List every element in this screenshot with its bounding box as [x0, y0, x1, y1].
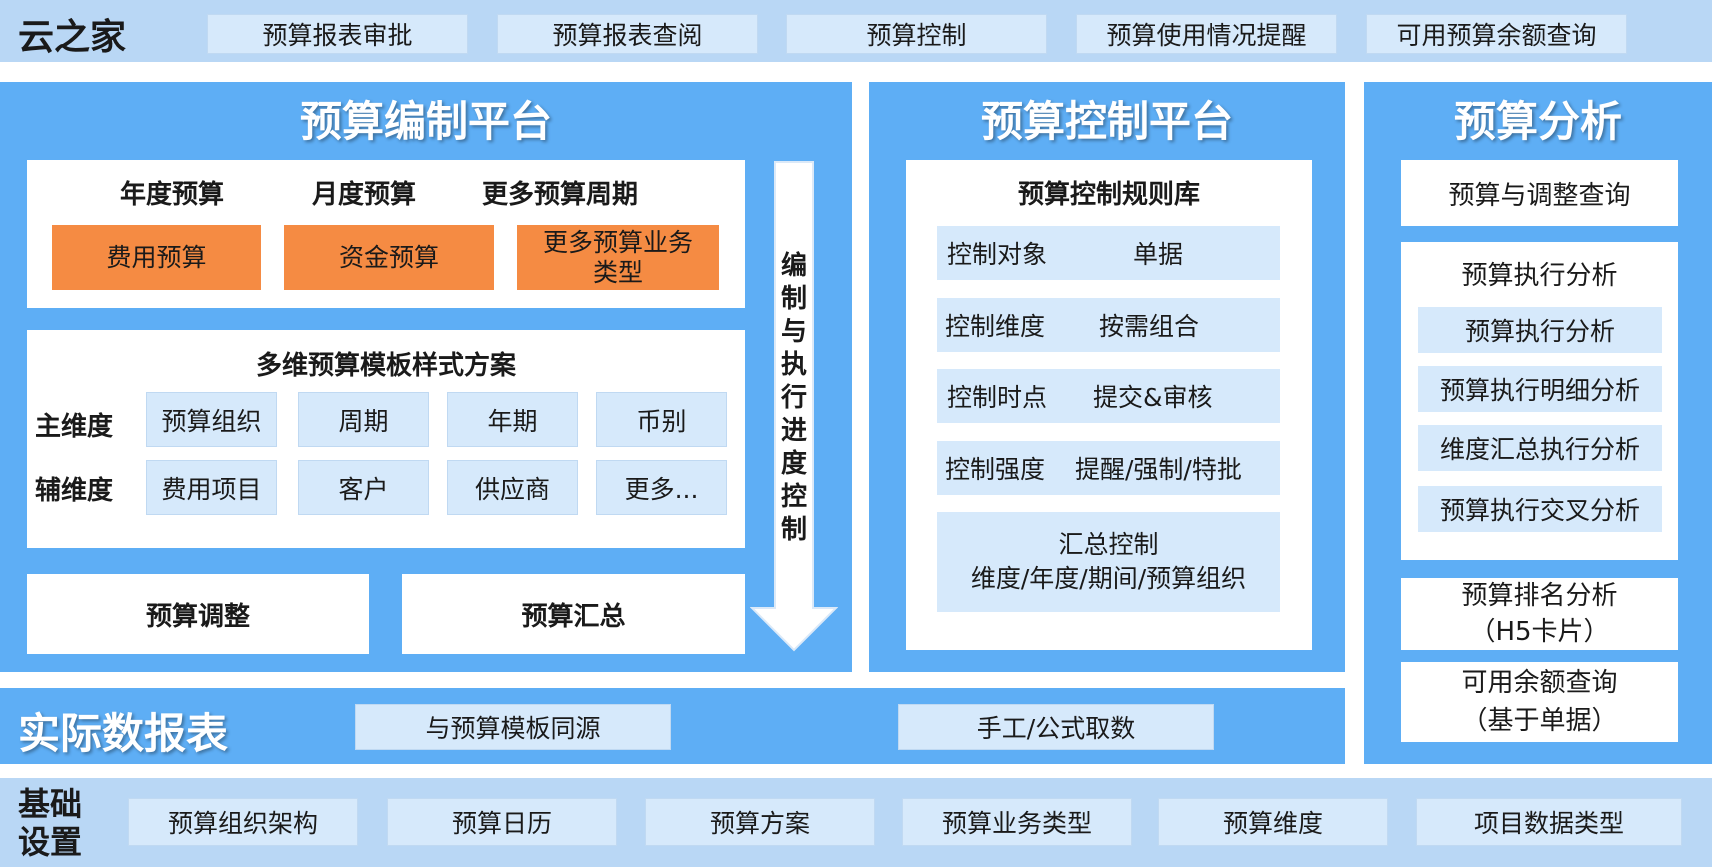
exec-item-dimension-summary[interactable]: 维度汇总执行分析 — [1418, 425, 1662, 471]
budget-summary-box[interactable]: 预算汇总 — [402, 574, 745, 654]
main-dim-year-period[interactable]: 年期 — [447, 392, 578, 447]
exec-item-detail[interactable]: 预算执行明细分析 — [1418, 366, 1662, 412]
rule-key: 控制强度 — [945, 455, 1046, 484]
base-title-line2: 设置 — [18, 823, 83, 861]
main-dim-cycle[interactable]: 周期 — [298, 392, 429, 447]
rule-control-strength[interactable]: 控制强度 提醒/强制/特批 — [937, 441, 1280, 495]
base-org-structure[interactable]: 预算组织架构 — [128, 798, 358, 846]
balance-line2: （基于单据） — [1461, 706, 1618, 736]
type-expense-budget[interactable]: 费用预算 — [52, 225, 261, 290]
period-annual: 年度预算 — [120, 180, 225, 210]
rule-value: 提交&审核 — [1093, 383, 1213, 412]
aux-dim-supplier[interactable]: 供应商 — [447, 460, 578, 515]
control-panel-title: 预算控制平台 — [980, 97, 1233, 146]
aux-dim-expense-item[interactable]: 费用项目 — [146, 460, 277, 515]
rule-key: 控制时点 — [947, 383, 1048, 412]
header-item-usage-reminder[interactable]: 预算使用情况提醒 — [1076, 14, 1337, 54]
budget-adjust-box[interactable]: 预算调整 — [27, 574, 369, 654]
actual-same-source[interactable]: 与预算模板同源 — [355, 704, 671, 750]
period-more: 更多预算周期 — [482, 180, 639, 210]
aux-dim-customer[interactable]: 客户 — [298, 460, 429, 515]
rule-control-timing[interactable]: 控制时点 提交&审核 — [937, 369, 1280, 423]
rule-summary-control[interactable]: 汇总控制 维度/年度/期间/预算组织 — [937, 512, 1280, 612]
base-dimension[interactable]: 预算维度 — [1158, 798, 1388, 846]
rule-value: 按需组合 — [1099, 312, 1200, 341]
header-item-report-approval[interactable]: 预算报表审批 — [207, 14, 468, 54]
base-title-line1: 基础 — [18, 785, 83, 823]
type-fund-budget[interactable]: 资金预算 — [284, 225, 494, 290]
compile-panel-title: 预算编制平台 — [299, 97, 552, 146]
main-dimension-label: 主维度 — [35, 412, 114, 442]
exec-item-cross[interactable]: 预算执行交叉分析 — [1418, 486, 1662, 532]
rule-value: 单据 — [1133, 240, 1184, 269]
summary-control-line1: 汇总控制 — [1058, 530, 1159, 559]
rule-key: 控制对象 — [947, 240, 1048, 269]
main-dim-currency[interactable]: 币别 — [596, 392, 727, 447]
rule-library-title: 预算控制规则库 — [1017, 180, 1200, 210]
type-more-business[interactable]: 更多预算业务类型 — [517, 225, 719, 290]
base-business-type[interactable]: 预算业务类型 — [902, 798, 1132, 846]
balance-query-box[interactable]: 可用余额查询 （基于单据） — [1401, 662, 1678, 742]
period-monthly: 月度预算 — [312, 180, 417, 210]
summary-control-line2: 维度/年度/期间/预算组织 — [970, 564, 1247, 593]
rule-control-dimension[interactable]: 控制维度 按需组合 — [937, 298, 1280, 352]
exec-item-analysis[interactable]: 预算执行分析 — [1418, 307, 1662, 353]
base-scheme[interactable]: 预算方案 — [645, 798, 875, 846]
rule-control-object[interactable]: 控制对象 单据 — [937, 226, 1280, 280]
down-arrow-icon — [750, 161, 838, 652]
rule-key: 控制维度 — [945, 312, 1046, 341]
analysis-panel-title: 预算分析 — [1453, 97, 1622, 146]
ranking-analysis-box[interactable]: 预算排名分析 （H5卡片） — [1401, 578, 1678, 650]
header-item-budget-control[interactable]: 预算控制 — [786, 14, 1047, 54]
progress-control-label: 编制与执行进度控制 — [780, 251, 807, 545]
actual-report-title: 实际数报表 — [18, 709, 229, 758]
base-calendar[interactable]: 预算日历 — [387, 798, 617, 846]
aux-dim-more[interactable]: 更多... — [596, 460, 727, 515]
ranking-line1: 预算排名分析 — [1461, 581, 1618, 611]
brand-title: 云之家 — [18, 17, 127, 58]
exec-analysis-title: 预算执行分析 — [1461, 261, 1618, 291]
ranking-line2: （H5卡片） — [1469, 617, 1610, 647]
actual-manual-formula[interactable]: 手工/公式取数 — [898, 704, 1214, 750]
query-adjust-box[interactable]: 预算与调整查询 — [1401, 160, 1678, 226]
header-item-report-view[interactable]: 预算报表查阅 — [497, 14, 758, 54]
base-project-data-type[interactable]: 项目数据类型 — [1416, 798, 1682, 846]
template-title: 多维预算模板样式方案 — [255, 351, 516, 381]
aux-dimension-label: 辅维度 — [35, 476, 114, 506]
main-dim-org[interactable]: 预算组织 — [146, 392, 277, 447]
rule-value: 提醒/强制/特批 — [1075, 455, 1242, 484]
balance-line1: 可用余额查询 — [1461, 668, 1618, 698]
header-item-balance-query[interactable]: 可用预算余额查询 — [1366, 14, 1627, 54]
base-settings-title: 基础 设置 — [18, 785, 82, 861]
